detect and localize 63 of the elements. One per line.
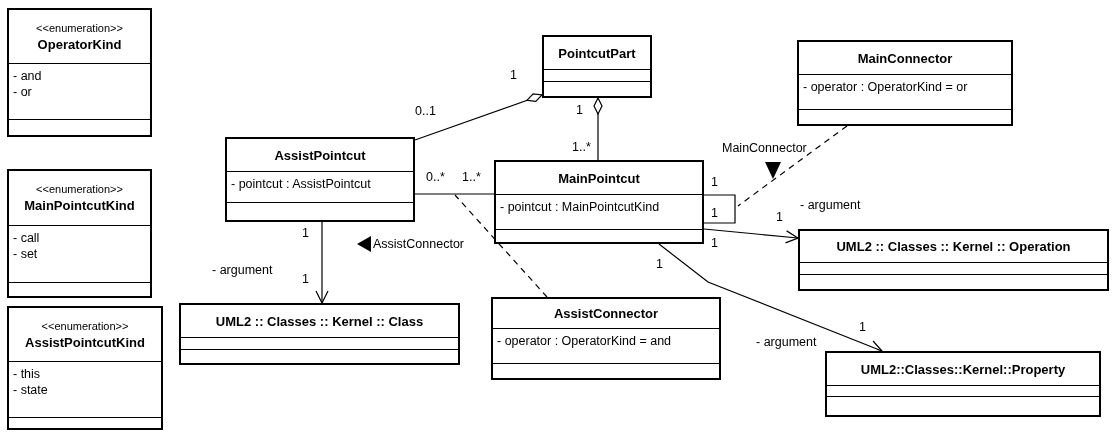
stereotype-label: <<enumeration>> xyxy=(36,20,123,36)
class-name: MainConnector xyxy=(857,49,953,67)
enumeration-box xyxy=(7,169,152,298)
multiplicity: 1 xyxy=(711,175,718,189)
class-name: UML2 :: Classes :: Kernel :: Operation xyxy=(836,238,1071,255)
class-box xyxy=(798,229,1109,291)
enumeration-box xyxy=(7,306,163,430)
enum-literal: - this xyxy=(13,366,42,382)
enum-literal: - set xyxy=(13,246,39,262)
stereotype-label: <<enumeration>> xyxy=(36,182,123,197)
multiplicity: 0..1 xyxy=(415,104,436,118)
class-name: AssistPointcutKind xyxy=(25,333,145,351)
class-box xyxy=(491,297,721,380)
association-name: MainConnector xyxy=(722,141,807,155)
class-name: UML2::Classes::Kernel::Property xyxy=(860,360,1066,378)
multiplicity: 1..* xyxy=(572,140,591,154)
enum-literal: - or xyxy=(13,84,33,100)
multiplicity: 1 xyxy=(711,206,718,220)
attribute-text: - pointcut : MainPointcutKind xyxy=(500,199,661,215)
multiplicity: 0..* xyxy=(426,170,445,184)
association-class-link xyxy=(454,194,548,298)
multiplicity: 1 xyxy=(576,103,583,117)
class-box xyxy=(494,160,704,244)
class-name: OperatorKind xyxy=(37,35,122,53)
association-arrow xyxy=(658,243,883,353)
stereotype-label: <<enumeration>> xyxy=(41,318,129,334)
class-name: PointcutPart xyxy=(558,44,636,62)
multiplicity: 1 xyxy=(302,272,309,286)
class-name: UML2 :: Classes :: Kernel :: Class xyxy=(215,312,424,330)
role-name: - argument xyxy=(800,198,861,212)
class-box xyxy=(225,137,415,222)
multiplicity: 1 xyxy=(776,210,783,224)
attribute-text: - operator : OperatorKind = or xyxy=(803,79,969,95)
enumeration-box xyxy=(7,8,152,137)
class-box xyxy=(179,303,460,365)
aggregation-line xyxy=(414,93,543,141)
association-line xyxy=(414,193,495,195)
multiplicity: 1 xyxy=(510,68,517,82)
class-name: MainPointcutKind xyxy=(24,197,135,214)
class-box xyxy=(542,35,652,98)
multiplicity: 1 xyxy=(656,257,663,271)
class-box xyxy=(797,40,1013,126)
class-name: AssistPointcut xyxy=(274,146,366,164)
aggregation-line xyxy=(593,97,603,161)
association-arrow xyxy=(315,221,329,304)
association-arrow xyxy=(703,228,799,244)
multiplicity: 1..* xyxy=(462,170,481,184)
attribute-text: - operator : OperatorKind = and xyxy=(497,333,673,349)
enum-literal: - call xyxy=(13,230,41,246)
enum-literal: - and xyxy=(13,68,43,84)
multiplicity: 1 xyxy=(302,226,309,240)
multiplicity: 1 xyxy=(859,320,866,334)
class-name: MainPointcut xyxy=(558,169,640,187)
role-name: - argument xyxy=(212,263,273,277)
association-name: AssistConnector xyxy=(373,237,464,251)
role-name: - argument xyxy=(756,335,817,349)
association-class-link xyxy=(737,125,848,207)
attribute-text: - pointcut : AssistPointcut xyxy=(231,176,372,192)
enum-literal: - state xyxy=(13,382,49,398)
class-box xyxy=(825,351,1101,417)
multiplicity: 1 xyxy=(711,236,718,250)
association-line xyxy=(703,194,736,224)
class-name: AssistConnector xyxy=(554,305,658,322)
